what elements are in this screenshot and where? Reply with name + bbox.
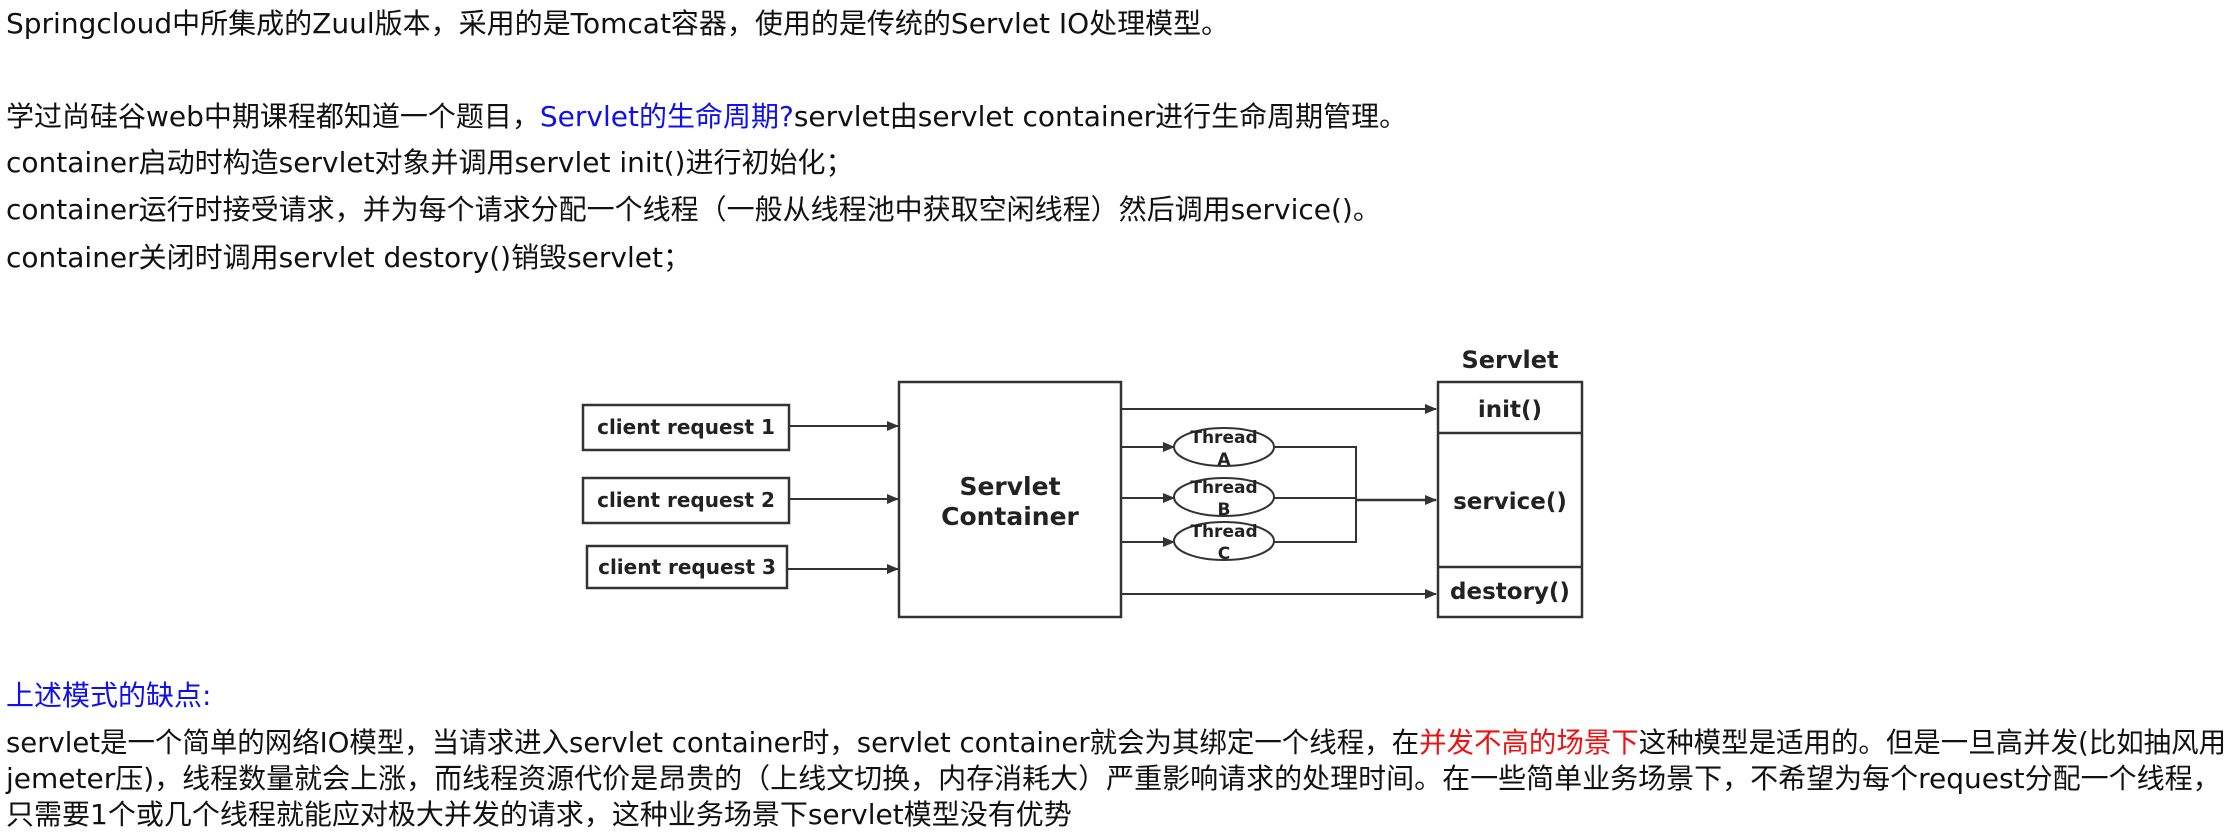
thread-c-label-bottom: C [1218, 544, 1230, 564]
servlet-method-service: service() [1453, 489, 1567, 515]
container-label-line2: Container [941, 502, 1079, 531]
servlet-container-box: Servlet Container [897, 380, 1123, 619]
drawbacks-highlight: 并发不高的场景下 [1419, 726, 1639, 759]
drawbacks-line-3: 只需要1个或几个线程就能应对极大并发的请求，这种业务场景下servlet模型没有… [6, 798, 1072, 832]
servlet-method-destroy: destory() [1450, 579, 1570, 605]
destroy-text: container关闭时调用servlet destory()销毁servlet… [6, 241, 691, 274]
client-request-3: client request 3 [585, 544, 789, 590]
thread-a: Thread A [1173, 427, 1275, 470]
servlet-method-init: init() [1478, 397, 1542, 423]
thread-b-label-top: Thread [1190, 478, 1257, 498]
client-request-1-label: client request 1 [597, 415, 775, 439]
intro-text: Springcloud中所集成的Zuul版本，采用的是Tomcat容器，使用的是… [6, 7, 1230, 40]
destroy-line: container关闭时调用servlet destory()销毁servlet… [6, 241, 691, 275]
drawbacks-line-1: servlet是一个简单的网络IO模型，当请求进入servlet contain… [6, 726, 2226, 760]
drawbacks-heading: 上述模式的缺点: [6, 679, 212, 712]
thread-b-label-bottom: B [1218, 500, 1231, 520]
client-request-2-label: client request 2 [597, 488, 775, 512]
lifecycle-suffix: servlet由servlet container进行生命周期管理。 [793, 100, 1408, 133]
thread-b: Thread B [1173, 477, 1275, 520]
thread-c: Thread C [1173, 521, 1275, 564]
thread-a-label-top: Thread [1190, 428, 1257, 448]
drawbacks-line-1-prefix: servlet是一个简单的网络IO模型，当请求进入servlet contain… [6, 726, 1420, 759]
thread-c-label-top: Thread [1190, 522, 1257, 542]
drawbacks-line-1-suffix: 这种模型是适用的。但是一旦高并发(比如抽风用 [1638, 726, 2227, 759]
lifecycle-prefix: 学过尚硅谷web中期课程都知道一个题目， [6, 100, 540, 133]
container-label-line1: Servlet [959, 472, 1060, 501]
drawbacks-line-3-text: 只需要1个或几个线程就能应对极大并发的请求，这种业务场景下servlet模型没有… [6, 798, 1072, 831]
servlet-title: Servlet [1461, 346, 1558, 374]
init-text: container启动时构造servlet对象并调用servlet init()… [6, 146, 854, 179]
servlet-object-box: init() service() destory() [1436, 380, 1584, 619]
thread-a-label-bottom: A [1217, 450, 1231, 470]
service-text: container运行时接受请求，并为每个请求分配一个线程（一般从线程池中获取空… [6, 193, 1381, 226]
service-line: container运行时接受请求，并为每个请求分配一个线程（一般从线程池中获取空… [6, 193, 1381, 227]
intro-line: Springcloud中所集成的Zuul版本，采用的是Tomcat容器，使用的是… [6, 7, 1229, 41]
thread-a-connector [1274, 446, 1357, 543]
client-request-1: client request 1 [581, 403, 791, 452]
client-request-2: client request 2 [581, 476, 791, 525]
client-request-3-label: client request 3 [598, 555, 776, 579]
drawbacks-line-2-text: jemeter压)，线程数量就会上涨，而线程资源代价是昂贵的（上线文切换，内存消… [6, 762, 2221, 795]
init-line: container启动时构造servlet对象并调用servlet init()… [6, 146, 853, 180]
lifecycle-link[interactable]: Servlet的生命周期? [539, 100, 794, 133]
lifecycle-line: 学过尚硅谷web中期课程都知道一个题目，Servlet的生命周期?servlet… [6, 100, 1407, 134]
drawbacks-line-2: jemeter压)，线程数量就会上涨，而线程资源代价是昂贵的（上线文切换，内存消… [6, 762, 2221, 796]
